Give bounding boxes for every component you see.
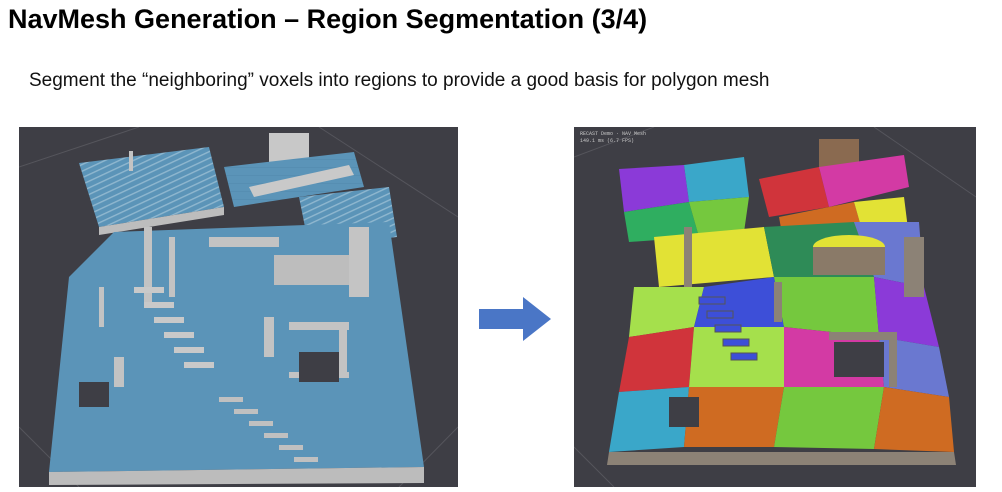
voxel-heightfield-icon [19,127,458,487]
slide-subtitle: Segment the “neighboring” voxels into re… [29,70,770,91]
right-arrow-icon [479,297,551,346]
slide-title: NavMesh Generation – Region Segmentation… [8,4,648,34]
segmented-regions-image: RECAST Demo · NAV Mesh 149.1 ms (6.7 FPS… [574,127,976,487]
upper-left-platform [79,147,224,227]
hud-line-2: 149.1 ms (6.7 FPS) [580,138,634,144]
segmented-regions-icon: RECAST Demo · NAV Mesh 149.1 ms (6.7 FPS… [574,127,976,487]
voxel-heightfield-image [19,127,458,487]
hud-line-1: RECAST Demo · NAV Mesh [580,131,646,137]
